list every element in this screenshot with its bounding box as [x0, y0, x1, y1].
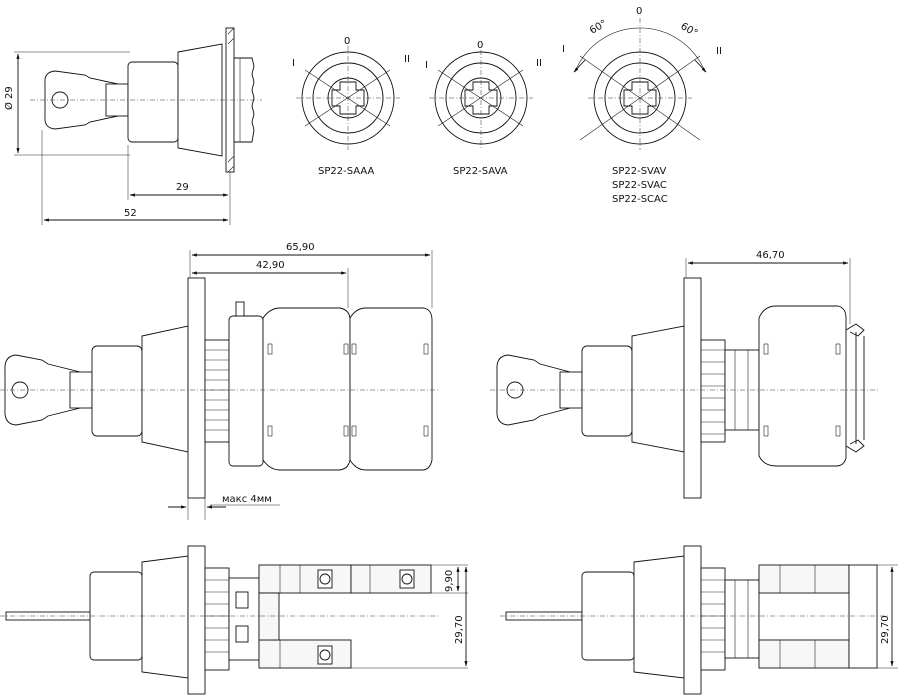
- contact-block-top: [758, 564, 850, 594]
- mounting-panel: [187, 545, 206, 695]
- contact-terminals: [267, 343, 429, 437]
- bottom-left-top-view: 9,90 29,70: [0, 545, 468, 695]
- key-slot-cross: [331, 81, 365, 115]
- contact-block-top: [258, 564, 352, 594]
- front-view-sava: 0 I II SP22-SAVA: [425, 40, 542, 177]
- front-view-saaa: 0 I II SP22-SAAA: [292, 36, 410, 177]
- nut-teeth: [701, 349, 725, 435]
- lock-cylinder: [91, 345, 143, 437]
- position-zero-label: 0: [477, 40, 483, 51]
- dim-42-label: 42,90: [256, 260, 285, 271]
- position-two-label: II: [716, 46, 722, 57]
- contact-block-bottom: [758, 639, 850, 669]
- adapter-block: [228, 577, 260, 661]
- lock-nut: [204, 567, 230, 671]
- contact-block: [758, 305, 847, 467]
- key-slot-cross: [623, 81, 657, 115]
- adapter-block: [724, 579, 760, 659]
- lock-bezel: [631, 325, 685, 453]
- position-zero-label: 0: [636, 6, 642, 17]
- lock-nut: [700, 567, 726, 671]
- note-max-label: макс 4мм: [222, 494, 272, 505]
- variant-label-line-3: SP22-SCAC: [612, 194, 668, 205]
- position-two-label: II: [404, 54, 410, 65]
- angle-left-label: 60°: [588, 18, 609, 36]
- bottom-right-top-view: 29,70: [500, 545, 898, 695]
- screw-terminals: [235, 569, 415, 665]
- middle-left-side-view: 65,90 42,90 макс 4мм: [0, 242, 440, 520]
- variant-label: SP22-SAAA: [318, 166, 374, 177]
- lock-cylinder: [127, 61, 179, 143]
- mounting-panel: [683, 277, 702, 499]
- din-clip-bottom: [845, 439, 865, 453]
- lock-cylinder: [581, 345, 633, 437]
- contact-block-top-2: [350, 564, 432, 594]
- contact-block-1: [262, 307, 351, 471]
- lock-nut: [204, 339, 230, 443]
- din-rail: [855, 332, 865, 444]
- dim-52-label: 52: [124, 208, 137, 219]
- variant-label-line-2: SP22-SVAC: [612, 180, 667, 191]
- dim-diameter-label: Ø 29: [3, 86, 15, 110]
- din-clip-top: [845, 323, 865, 337]
- adapter-tab: [235, 301, 245, 317]
- position-one-label: I: [562, 44, 565, 55]
- position-two-label: II: [536, 58, 542, 69]
- mounting-panel: [187, 277, 206, 499]
- middle-right-side-view: 46,70: [490, 250, 880, 499]
- contact-block-bottom: [258, 639, 352, 669]
- dim-990-label: 9,90: [444, 570, 455, 592]
- lock-nut: [700, 339, 726, 443]
- dim-29-label: 29: [176, 182, 189, 193]
- key-slot-cross: [464, 81, 498, 115]
- dim-65-label: 65,90: [286, 242, 315, 253]
- front-view-svav: 0 60° 60° I II SP22-SVAV SP22-SVAC SP22-…: [562, 6, 722, 205]
- position-one-label: I: [292, 58, 295, 69]
- contact-block-side: [258, 592, 280, 641]
- top-left-side-view: Ø 29 29 52: [3, 27, 262, 225]
- dim-2970-label: 29,70: [454, 615, 465, 644]
- mounting-panel: [683, 545, 702, 695]
- lock-bezel: [141, 325, 189, 453]
- angle-right-label: 60°: [679, 21, 700, 39]
- lock-bezel: [633, 555, 685, 679]
- contact-block-2: [349, 307, 433, 471]
- rotation-arc: [574, 27, 706, 73]
- dim-2970-label: 29,70: [880, 615, 891, 644]
- contact-terminals: [763, 343, 841, 437]
- variant-label: SP22-SAVA: [453, 166, 508, 177]
- variant-label-line-1: SP22-SVAV: [612, 166, 666, 177]
- dim-46-label: 46,70: [756, 250, 785, 261]
- position-one-label: I: [425, 60, 428, 71]
- lock-bezel: [141, 555, 189, 679]
- nut-teeth: [205, 349, 229, 431]
- position-zero-label: 0: [344, 36, 350, 47]
- adapter-block: [228, 315, 264, 467]
- din-rail-section: [848, 564, 878, 669]
